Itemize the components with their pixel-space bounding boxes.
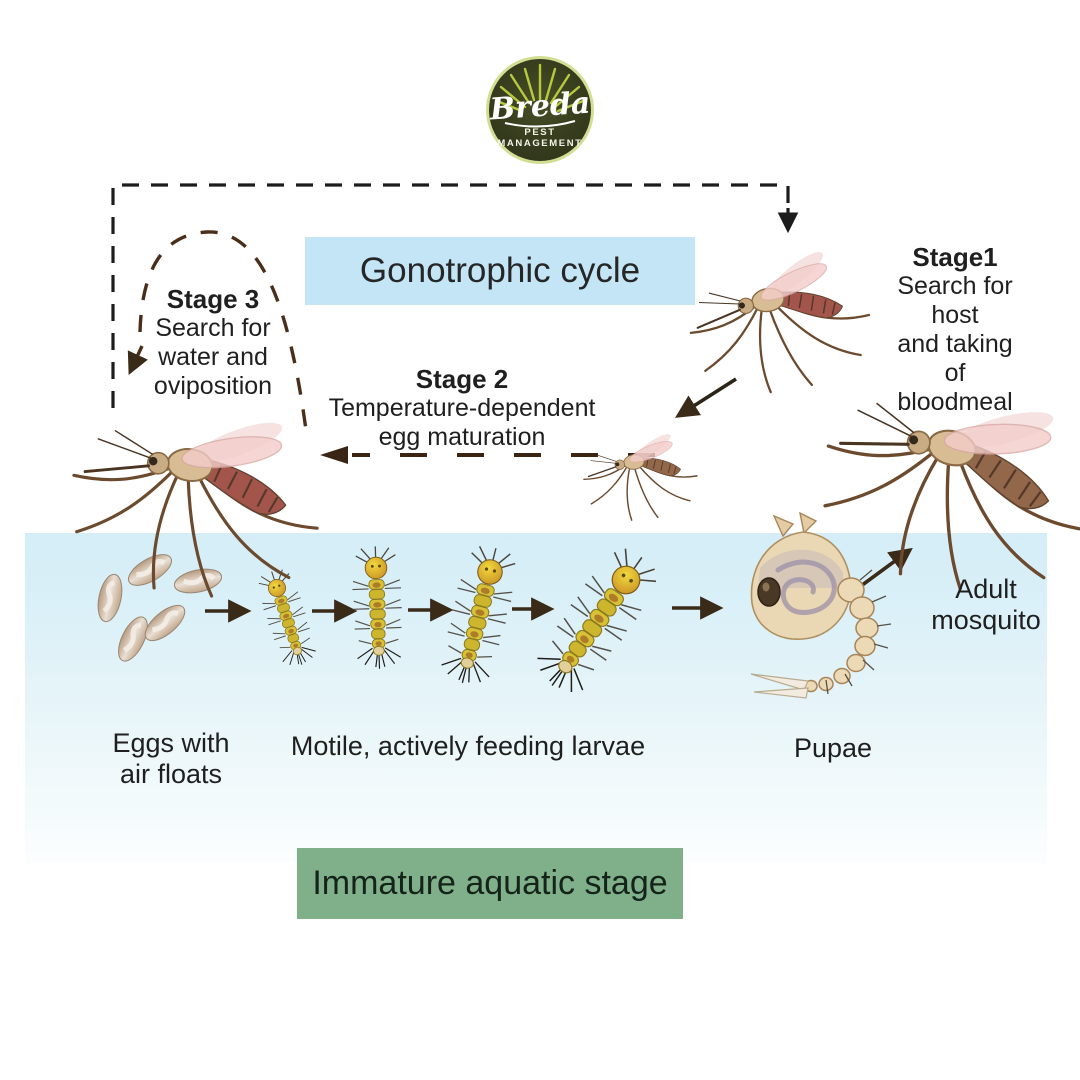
stage1-label: Stage1: [912, 242, 998, 272]
adult-mosquito-label: Adult mosquito: [931, 574, 1041, 636]
sunburst-icon: [495, 63, 585, 128]
stage3-text: Stage 3 Search for water and oviposition: [153, 284, 273, 401]
mosquito-after-bloodmeal: [678, 238, 881, 406]
immature-aquatic-title: Immature aquatic stage: [297, 848, 683, 919]
mosquito-stage2-small: [579, 426, 702, 526]
stage1-text: Stage1 Search for host and taking of blo…: [893, 242, 1018, 417]
cycle-dashed-path: [111, 183, 799, 408]
stage3-dashed-arc: [138, 230, 308, 431]
pupae-label: Pupae: [793, 733, 873, 763]
brand-logo: Breda PEST MANAGEMENT: [486, 56, 594, 164]
stage1-to-stage2-arrow: [675, 377, 737, 418]
brand-tagline: PEST MANAGEMENT: [497, 127, 583, 149]
stage2-label: Stage 2: [415, 364, 509, 394]
stage2-text: Stage 2 Temperature-dependent egg matura…: [328, 364, 596, 452]
gonotrophic-cycle-title: Gonotrophic cycle: [305, 237, 695, 305]
larvae-illustration: [252, 538, 669, 705]
eggs-label: Eggs with air floats: [112, 728, 230, 790]
stage3-label: Stage 3: [166, 284, 260, 314]
stage2-dashed-arrow: [320, 446, 655, 464]
larvae-label: Motile, actively feeding larvae: [290, 731, 646, 761]
eggs-illustration: [94, 548, 224, 665]
stage3-entry-arrow: [127, 345, 148, 376]
pupa-illustration: [750, 511, 892, 699]
